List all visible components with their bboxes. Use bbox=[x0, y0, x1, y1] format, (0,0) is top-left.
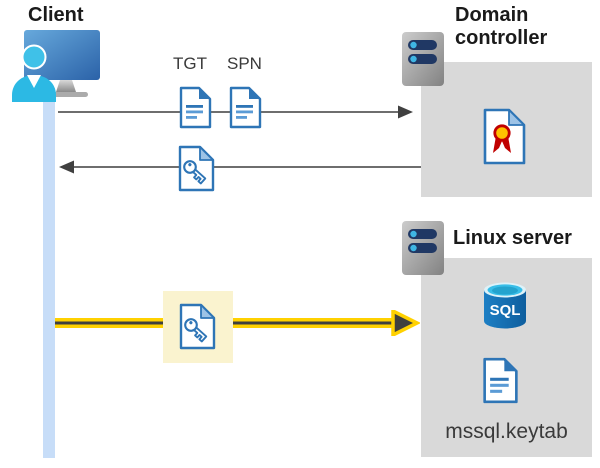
spn-label: SPN bbox=[227, 54, 262, 73]
certificate-icon bbox=[483, 108, 526, 165]
linux-server-label: Linux server bbox=[453, 227, 572, 249]
tgt-label: TGT bbox=[173, 54, 207, 73]
client-label: Client bbox=[28, 4, 84, 26]
sql-database-icon: SQL bbox=[484, 282, 526, 329]
client-icon bbox=[12, 30, 100, 102]
keytab-label: mssql.keytab bbox=[445, 420, 568, 443]
tgt-document-icon bbox=[179, 86, 212, 129]
arrow-client-to-dc bbox=[58, 105, 413, 119]
highlighted-key-document-icon bbox=[179, 303, 216, 350]
person-head-icon bbox=[21, 44, 47, 70]
linux-server-icon bbox=[402, 221, 444, 275]
key-document-icon bbox=[178, 145, 215, 192]
arrow-dc-to-client bbox=[59, 160, 421, 174]
spn-document-icon bbox=[229, 86, 262, 129]
domain-controller-server-icon bbox=[402, 32, 444, 86]
domain-controller-label: Domain controller bbox=[455, 4, 548, 49]
arrow-client-to-linux-highlighted bbox=[55, 310, 420, 336]
person-body-icon bbox=[12, 75, 56, 102]
sql-text: SQL bbox=[490, 302, 521, 319]
client-timeline-bar bbox=[43, 88, 55, 458]
keytab-document-icon bbox=[483, 357, 518, 404]
monitor-icon bbox=[24, 30, 100, 80]
